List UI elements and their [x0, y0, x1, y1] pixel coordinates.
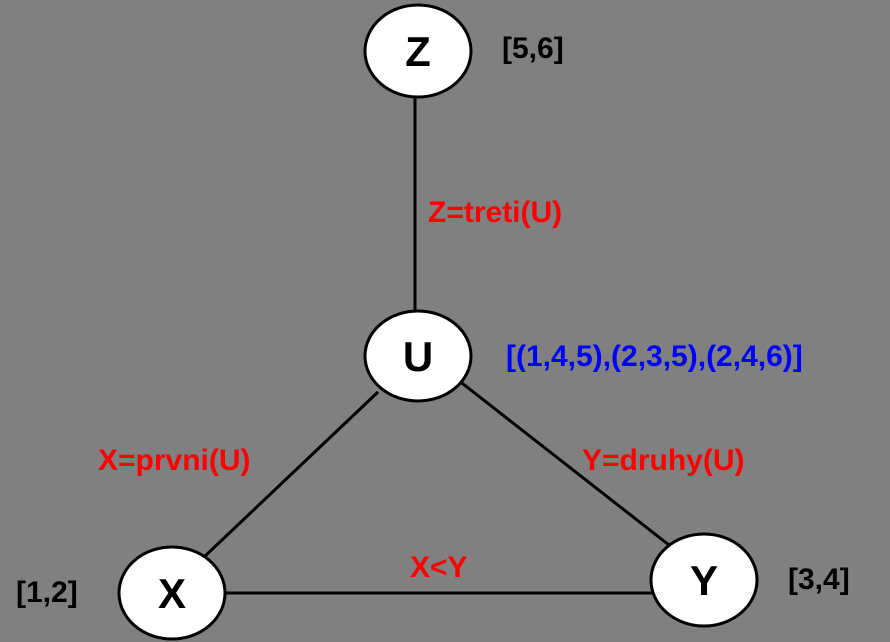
node-z-circle	[363, 3, 473, 99]
node-z-label: Z	[405, 28, 431, 75]
edge-u-y	[457, 378, 670, 547]
node-y-circle	[649, 532, 759, 628]
node-y: Y	[649, 532, 759, 628]
node-z: Z	[363, 3, 473, 99]
node-u-circle	[363, 309, 473, 403]
node-x-label: X	[158, 570, 186, 617]
constraint-u-x: X=prvni(U)	[98, 444, 251, 477]
constraint-x-y: X<Y	[410, 551, 468, 584]
node-u-label: U	[403, 333, 433, 380]
edge-u-x	[201, 390, 380, 560]
constraint-z-u: Z=treti(U)	[428, 196, 562, 229]
node-x: X	[117, 545, 227, 641]
domain-z: [5,6]	[502, 32, 564, 65]
node-u: U	[363, 309, 473, 403]
domain-x: [1,2]	[16, 576, 78, 609]
domain-u: [(1,4,5),(2,3,5),(2,4,6)]	[506, 340, 803, 373]
domain-y: [3,4]	[788, 563, 850, 596]
node-y-label: Y	[690, 557, 718, 604]
constraint-u-y: Y=druhy(U)	[582, 444, 745, 477]
node-x-circle	[117, 545, 227, 641]
